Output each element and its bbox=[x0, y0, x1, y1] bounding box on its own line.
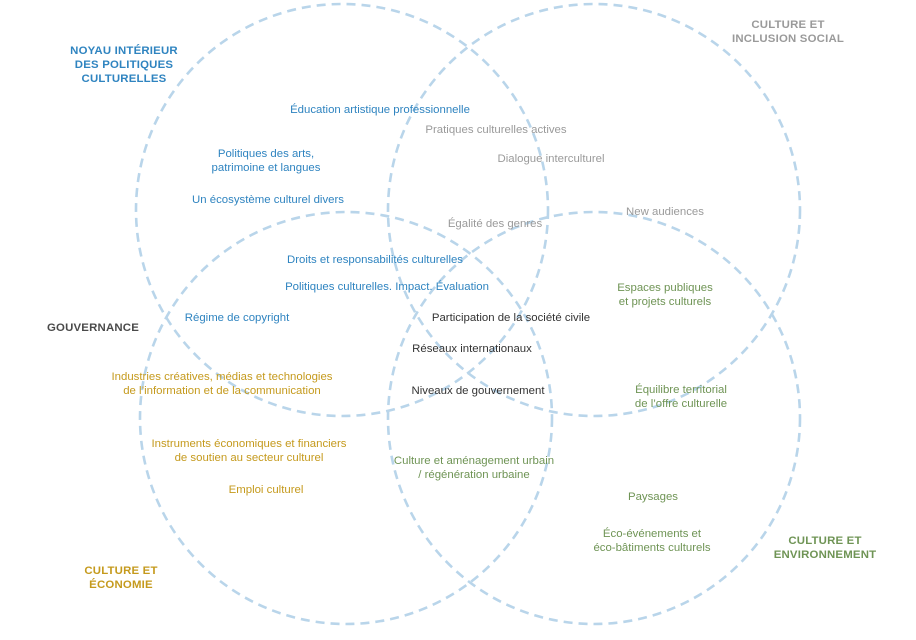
item-equilibre: Équilibre territorial de l’offre culture… bbox=[634, 384, 728, 410]
item-niveaux: Niveaux de gouvernement bbox=[411, 385, 545, 397]
item-pratiques: Pratiques culturelles actives bbox=[425, 124, 567, 136]
item-droits: Droits et responsabilités culturelles bbox=[287, 254, 463, 266]
item-emploi: Emploi culturel bbox=[228, 484, 304, 496]
heading-governance: GOUVERNANCE bbox=[46, 322, 140, 334]
item-participation: Participation de la société civile bbox=[431, 312, 591, 324]
item-paysages: Paysages bbox=[627, 491, 679, 503]
item-copyright: Régime de copyright bbox=[184, 312, 290, 324]
heading-core: NOYAU INTÉRIEUR DES POLITIQUES CULTURELL… bbox=[70, 45, 178, 85]
item-dialogue: Dialogue interculturel bbox=[497, 153, 605, 165]
circle-environment bbox=[386, 210, 802, 626]
item-education: Éducation artistique professionnelle bbox=[290, 104, 470, 116]
item-espaces: Espaces publiques et projets culturels bbox=[617, 282, 713, 308]
heading-inclusion: CULTURE ET INCLUSION SOCIAL bbox=[731, 19, 845, 45]
item-politiques-impact: Politiques culturelles. Impact. Évaluati… bbox=[285, 281, 489, 293]
item-egalite: Égalité des genres bbox=[447, 218, 543, 230]
heading-environment: CULTURE ET ENVIRONNEMENT bbox=[773, 535, 877, 561]
item-politiques-arts: Politiques des arts, patrimoine et langu… bbox=[211, 148, 321, 174]
circle-inclusion bbox=[386, 2, 802, 418]
item-reseaux: Réseaux internationaux bbox=[412, 343, 532, 355]
circle-economy bbox=[138, 210, 554, 626]
heading-economy: CULTURE ET ÉCONOMIE bbox=[84, 565, 158, 591]
item-instruments: Instruments économiques et financiers de… bbox=[151, 438, 347, 464]
item-ecosysteme: Un écosystème culturel divers bbox=[192, 194, 344, 206]
item-eco: Éco-événements et éco-bâtiments culturel… bbox=[593, 528, 711, 554]
item-new-audiences: New audiences bbox=[626, 206, 704, 218]
item-amenagement: Culture et aménagement urbain / régénéra… bbox=[393, 455, 555, 481]
item-industries: Industries créatives, médias et technolo… bbox=[111, 371, 333, 397]
circle-core bbox=[134, 2, 550, 418]
